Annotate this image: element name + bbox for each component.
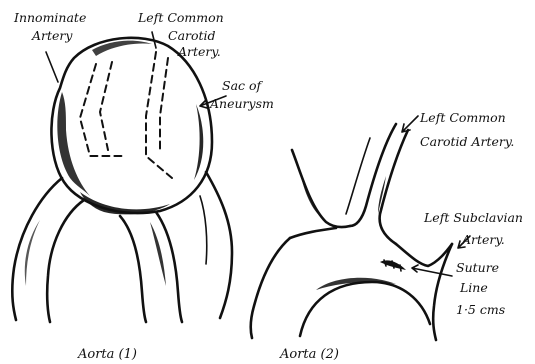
innominate-artery-dashed-inner	[100, 62, 112, 150]
aorta-2-right-wall	[433, 244, 452, 340]
aorta-1-inner-right	[120, 216, 146, 322]
vessel-shading-1	[150, 222, 166, 286]
sac-of-aneurysm-label-line2: Aneurysm	[209, 96, 274, 111]
aorta-1-outer-left	[12, 178, 62, 320]
suture-stitch-3	[400, 265, 401, 271]
innominate-artery-label-line1: Innominate	[13, 10, 86, 25]
lcc-branch-right-wall	[350, 124, 396, 226]
aorta-2-drawing	[251, 116, 470, 340]
innominate-artery-label-line2: Artery	[31, 28, 73, 43]
lcc2-leader-arrow	[402, 116, 418, 132]
suture-label-line1: Suture	[456, 260, 499, 275]
aneurysm-sac-outline	[51, 38, 212, 213]
aorta-2-inner-arch	[300, 282, 430, 336]
lcc1-label-line1: Left Common	[137, 10, 224, 25]
aorta-1-descending-right	[206, 172, 232, 318]
lsub-label-line1: Left Subclavian	[423, 210, 523, 225]
sac-of-aneurysm-label-line1: Sac of	[222, 78, 264, 93]
lcc1-label-line2: Carotid	[168, 28, 216, 43]
carotid-artery-dashed-inner	[160, 58, 168, 150]
aorta-2-top-wall	[290, 228, 336, 238]
aorta-2-left-wall	[251, 238, 290, 338]
aorta-1-descending-inner	[200, 196, 207, 264]
aorta-1-outer-right	[156, 212, 182, 322]
lcc2-label-line2: Carotid Artery.	[420, 134, 514, 149]
sac-shading-right	[194, 104, 203, 180]
aorta-1-caption: Aorta (1)	[77, 347, 137, 362]
innominate-leader-line	[46, 52, 58, 82]
suture-label-line3: 1·5 cms	[456, 302, 505, 317]
suture-leader-arrow	[412, 265, 452, 276]
suture-label-line2: Line	[459, 280, 488, 295]
aorta-2-caption: Aorta (2)	[279, 347, 339, 362]
lcc2-label-line1: Left Common	[419, 110, 506, 125]
aorta-1-drawing	[12, 32, 232, 322]
lcc1-label-line3: Artery.	[177, 44, 221, 59]
carotid-artery-dashed	[146, 52, 172, 178]
lcc-branch-left-wall	[292, 150, 350, 227]
aorta-1-inner-left	[47, 200, 84, 322]
vessel-shading-2	[25, 220, 40, 286]
lsub-label-line2: Artery.	[461, 232, 505, 247]
